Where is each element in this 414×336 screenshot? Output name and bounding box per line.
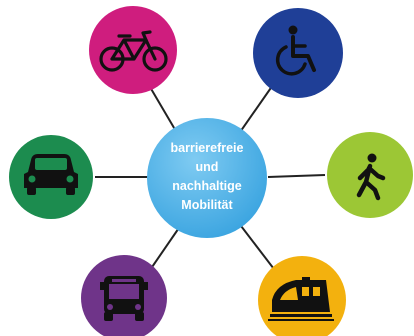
center-label-line-2: und [195,160,219,174]
center-label-line-3: nachhaltige [172,179,242,193]
center-label-line-1: barrierefreie [170,141,244,155]
node-car [9,135,93,219]
node-train [258,256,346,336]
connector-train [237,221,278,274]
node-bicycle [89,6,177,94]
bicycle-icon [99,30,168,72]
bus-icon [100,276,148,321]
center-bubble [147,118,267,238]
node-wheelchair [253,8,343,98]
pedestrian-icon [356,153,386,201]
connector-pedestrian [267,174,326,178]
car-icon [24,154,78,195]
wheelchair-icon [275,25,316,76]
center-label: barrierefreie und nachhaltige Mobilität [152,139,262,215]
train-icon [268,277,334,321]
connector-wheelchair [237,81,276,136]
node-pedestrian [327,132,413,218]
node-circle-wheelchair [253,8,343,98]
node-bus [81,255,167,336]
center-label-line-4: Mobilität [181,198,233,212]
node-circle-bicycle [89,6,177,94]
